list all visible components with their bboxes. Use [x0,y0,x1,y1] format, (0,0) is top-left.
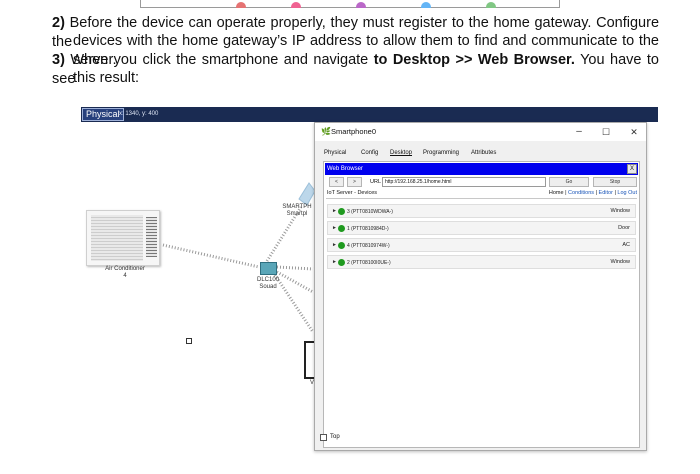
web-browser-titlebar: Web Browser X [325,163,638,175]
device-row[interactable]: ► 1 (PTT0810984D-) Door [327,221,636,235]
expand-arrow-icon[interactable]: ► [332,259,337,265]
stop-button[interactable]: Stop [593,177,637,187]
smartphone-window[interactable]: 🌿 Smartphone0 – ☐ ✕ Physical Config Desk… [314,122,647,451]
smartphone-label-text: SMARTPH Smartpl [282,204,312,217]
maximize-button[interactable]: ☐ [601,127,611,137]
ac-label-text: Air Conditioner 4 [105,266,145,279]
device-name: 1 (PTT0810984D-) [347,226,389,232]
step-text-line2: this result: [73,70,140,86]
partially-hidden-device[interactable] [304,341,314,379]
device-row[interactable]: ► 2 (PTT08100I0UE-) Window [327,255,636,269]
tab-config[interactable]: Config [361,150,379,156]
strip-color-mark [486,2,496,8]
air-conditioner-device[interactable] [86,210,160,266]
web-browser-title: Web Browser [327,166,363,172]
device-type: Window [610,259,630,265]
status-dot-icon [338,225,345,232]
top-checkbox[interactable] [320,434,327,441]
physical-mode-label[interactable]: Physical [82,108,124,121]
wireless-link-right-3 [273,274,315,333]
window-title: Smartphone0 [331,127,377,136]
expand-arrow-icon[interactable]: ► [332,225,337,231]
workspace-toolbar: Physical x: 1340, y: 400 [81,107,658,122]
home-gateway-label: DLC100 Souad [253,277,283,291]
editor-link[interactable]: Editor [598,190,613,196]
top-image-fragment [140,0,560,8]
instruction-step-3: 3) When you click the smartphone and nav… [52,51,659,88]
tab-desktop[interactable]: Desktop [390,150,413,156]
divider [326,198,637,199]
step-text-a: When you click the smartphone and naviga… [70,52,374,68]
device-type: Window [610,208,630,214]
iot-server-title: IoT Server - Devices [327,190,378,196]
window-titlebar[interactable]: 🌿 Smartphone0 – ☐ ✕ [315,123,646,141]
tab-attributes[interactable]: Attributes [471,150,497,156]
conditions-link[interactable]: Conditions [568,190,595,196]
instruction-step-3-cont: this result: [73,69,139,88]
browser-nav-row: < > URL http://192.168.25.1/home.html Go… [325,177,638,188]
web-browser-close-button[interactable]: X [627,164,637,174]
home-gateway-device[interactable] [260,262,277,275]
partial-label: V [310,380,315,386]
step-text-b: You have to see [52,52,659,87]
smartphone-device-icon [298,182,316,206]
strip-color-mark [291,2,301,8]
air-conditioner-label: Air Conditioner 4 [94,266,156,280]
close-button[interactable]: ✕ [630,127,638,137]
instruction-step-2-cont: devices with the home gateway’s IP addre… [73,32,659,69]
wireless-link-ac [162,243,260,269]
wireless-link-right-1 [276,265,314,271]
go-button[interactable]: Go [549,177,589,187]
iot-nav-links: Home | Conditions | Editor | Log Out [548,190,637,196]
dlc-label-text: DLC100 Souad [256,277,279,290]
device-row[interactable]: ► 3 (PTT0810WDWA-) Window [327,204,636,218]
step-number: 2) [52,15,65,31]
ac-panel [146,217,157,257]
status-dot-icon [338,208,345,215]
small-device-square[interactable] [186,338,192,344]
ac-grille [91,215,143,261]
logout-link[interactable]: Log Out [617,190,637,196]
url-input[interactable]: http://192.168.25.1/home.html [382,177,546,187]
status-dot-icon [338,259,345,266]
device-row[interactable]: ► 4 (PTT0810974W-) AC [327,238,636,252]
tab-physical[interactable]: Physical [324,150,347,156]
wireless-link-right-2 [276,270,314,294]
strip-color-mark [236,2,246,8]
step-text-line2: devices with the home gateway’s IP addre… [73,33,659,68]
home-link[interactable]: Home [548,190,564,196]
device-type: AC [622,242,630,248]
instruction-step-2: 2) Before the device can operate properl… [52,14,659,51]
device-type: Door [618,225,630,231]
url-label: URL [370,179,382,185]
strip-color-mark [421,2,431,8]
expand-arrow-icon[interactable]: ► [332,242,337,248]
top-checkbox-label: Top [330,434,340,440]
device-name: 3 (PTT0810WDWA-) [347,209,393,215]
strip-color-mark [356,2,366,8]
status-dot-icon [338,242,345,249]
forward-button[interactable]: > [347,177,362,187]
step-number: 3) [52,52,65,68]
smartphone-label: SMARTPH Smartpl [282,204,312,218]
expand-arrow-icon[interactable]: ► [332,208,337,214]
back-button[interactable]: < [329,177,344,187]
tab-programming[interactable]: Programming [423,150,460,156]
step-text-line1: Before the device can operate properly, … [52,15,660,50]
device-name: 2 (PTT08100I0UE-) [347,260,391,266]
desktop-panel: Web Browser X < > URL http://192.168.25.… [323,161,640,448]
step-text-bold: to Desktop >> Web Browser. [373,52,575,68]
packet-tracer-icon: 🌿 [321,127,331,136]
minimize-button[interactable]: – [576,126,582,137]
device-name: 4 (PTT0810974W-) [347,243,390,249]
cursor-coords: x: 1340, y: 400 [119,111,159,117]
